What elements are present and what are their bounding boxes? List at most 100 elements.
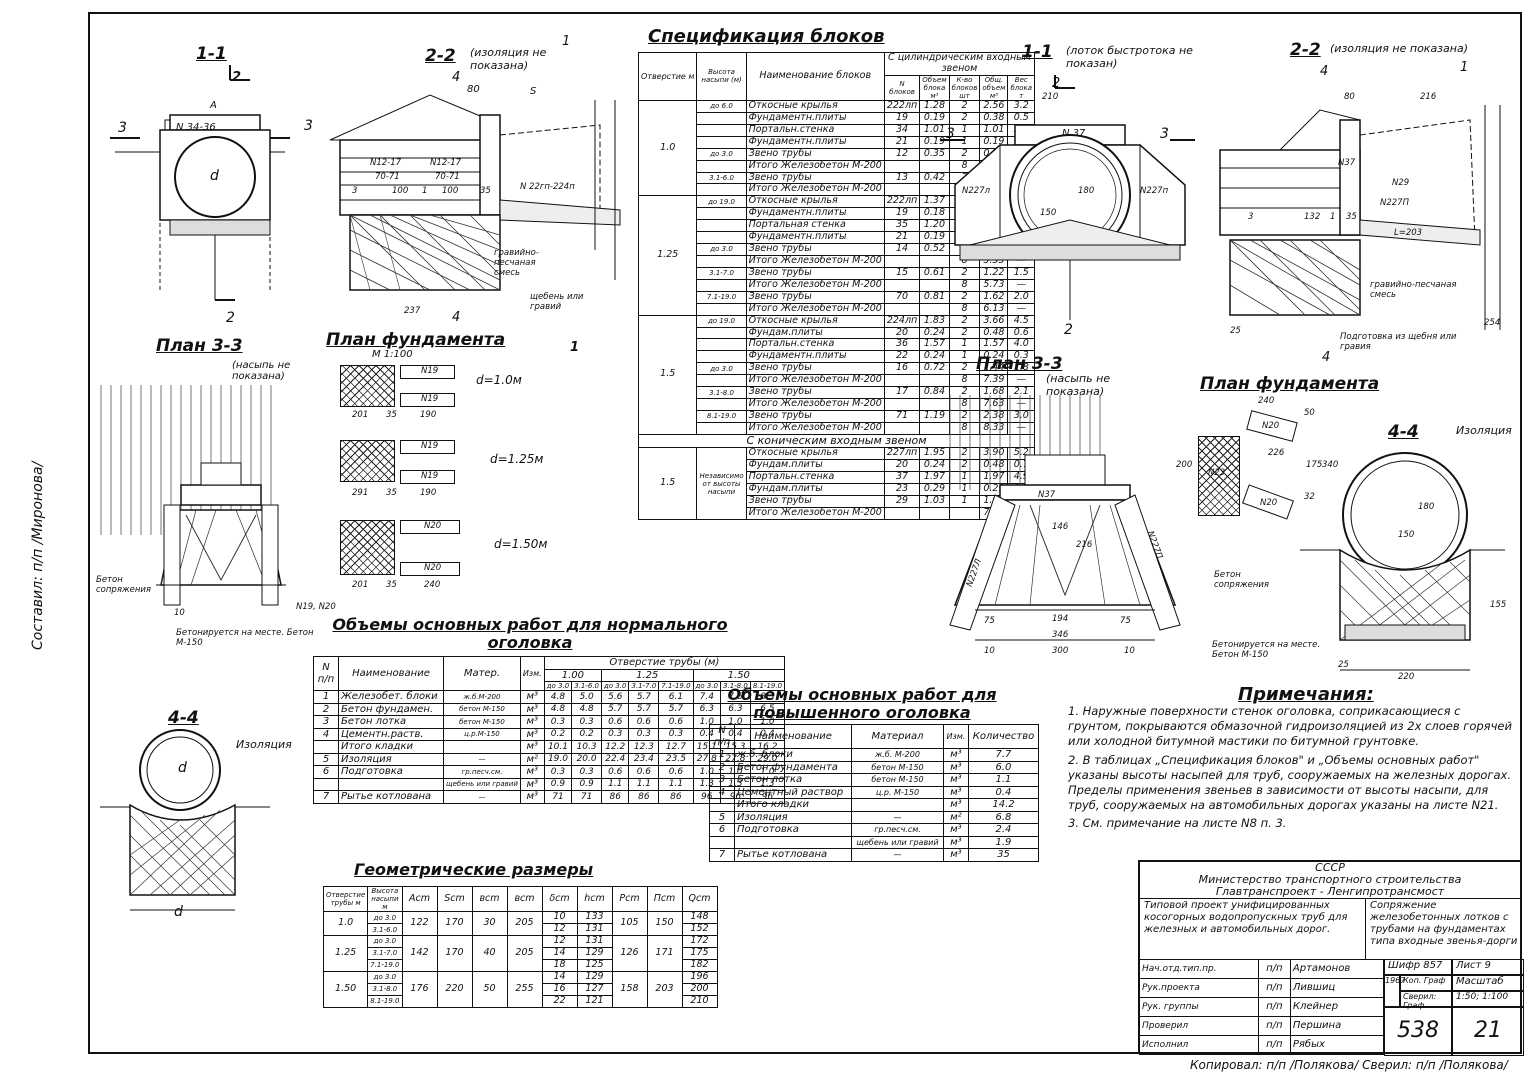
spec-height: до 3.0 — [696, 362, 747, 376]
spec-height — [696, 207, 747, 221]
right-sec22-d254: 254 — [1484, 318, 1501, 328]
spec-cell: 0.35 — [919, 147, 950, 161]
geo-hole: 1.25 — [322, 934, 369, 972]
right-sec11-d180: 180 — [1078, 186, 1095, 196]
spec-conic-title: С коническим входным звеном — [637, 433, 1036, 449]
wh-name: Подготовка — [733, 823, 853, 837]
work-high-title: Объемы основных работ для повышенного ог… — [727, 685, 997, 722]
wh-mat: бетон М-150 — [851, 773, 944, 787]
right-sec11-title: 1-1 — [1022, 42, 1053, 62]
wn-n: 5 — [313, 752, 339, 767]
wn-cell: 5.7 — [628, 702, 660, 717]
geo-height: до 3.0 — [367, 911, 403, 925]
wn-cell: 6.1 — [658, 690, 694, 704]
geo-cell: 22 — [541, 994, 578, 1008]
right-sec44-dim220: 220 — [1398, 672, 1415, 682]
left-sec44-d1: d — [178, 760, 187, 776]
left-sec22-note: (изоляция не показана) — [470, 46, 547, 72]
spec-height — [696, 219, 747, 233]
left-found-block-2b — [400, 470, 455, 484]
right-plan33-title: План 3-3 — [976, 354, 1063, 374]
right-sec22-dim80: 80 — [1344, 92, 1355, 102]
wh-unit: м³ — [942, 785, 969, 799]
geo-height: 8.1-19.0 — [367, 994, 403, 1008]
geo-cell: 210 — [681, 994, 718, 1008]
spec-cell: 2 — [948, 147, 981, 161]
wn-cell: 86 — [600, 790, 630, 804]
work-normal-title: Объемы основных работ для нормального ог… — [332, 615, 728, 652]
wn-cell: 71 — [571, 790, 602, 804]
spec-height — [696, 111, 747, 125]
left-sec11-title: 1-1 — [196, 44, 227, 64]
spec-name: Итого Железобетон М-200 — [745, 421, 885, 435]
spec-cell: 14 — [883, 243, 921, 256]
spec-cell: 19 — [883, 111, 921, 125]
geo-cell: 220 — [436, 970, 473, 1008]
wh-name: Изоляция — [733, 810, 853, 824]
left-sec11-mark3b: 3 — [304, 118, 313, 134]
wn-mat: ц.р.М-150 — [443, 727, 521, 742]
wh-n: 2 — [709, 760, 735, 774]
spec-cell: 71 — [883, 409, 921, 423]
wn-cell: 12.3 — [628, 740, 660, 754]
geo-cell: 152 — [681, 923, 718, 936]
wn-cell: 0.6 — [600, 765, 630, 779]
spec-name: Итого Железобетон М-200 — [745, 507, 885, 520]
wh-n — [709, 835, 735, 849]
wn-cell: 5.0 — [571, 690, 602, 704]
spec-cell: 0.18 — [919, 207, 950, 221]
right-sec11-mark3b: 3 — [1160, 126, 1169, 142]
spec-name: Звено трубы — [745, 147, 885, 161]
wn-cell: 23.5 — [658, 752, 694, 767]
notes-title: Примечания: — [1238, 684, 1374, 705]
right-plan33-drawing — [949, 395, 1181, 641]
geo-header: Псm — [646, 885, 683, 913]
wn-cell: 22.4 — [600, 752, 630, 767]
geo-cell: 203 — [646, 970, 683, 1008]
spec-cell: 3.66 — [979, 314, 1009, 328]
spec-cell: — — [1007, 374, 1036, 388]
spec-height — [696, 254, 747, 268]
spec-cell: 1.57 — [919, 338, 950, 352]
spec-cell: 37 — [883, 471, 921, 485]
wn-cell: 0.2 — [543, 727, 573, 742]
wn-cell: 0.3 — [628, 727, 660, 742]
wh-mat: — — [851, 848, 944, 862]
wh-name: Рытье котлована — [733, 848, 853, 862]
left-sec11-mark2b: 2 — [226, 310, 235, 326]
wh-unit: м³ — [942, 823, 969, 837]
spec-cell: 0.48 — [979, 326, 1009, 340]
wh-qty: 14.2 — [967, 798, 1040, 812]
spec-cell — [919, 421, 950, 435]
wn-h-height: 3.1-7.0 — [628, 680, 660, 692]
wn-cell: 0.9 — [543, 777, 573, 792]
right-sec11-drawing — [940, 75, 1195, 320]
left-found-w2-2: 190 — [420, 488, 437, 498]
spec-cell — [883, 421, 921, 435]
left-found-s-2: 35 — [386, 488, 397, 498]
geo-cell: 175 — [681, 946, 718, 960]
left-found-w2-3: 240 — [424, 580, 441, 590]
spec-name: Фундаментн.плиты — [745, 111, 885, 125]
right-sec22-n227p: N227П — [1380, 198, 1409, 208]
wn-cell: 5.6 — [600, 690, 630, 704]
tb-kop: Коп. Граф — [1400, 975, 1452, 991]
spec-cell: 20 — [883, 459, 921, 473]
left-found-n2-2: N19 — [421, 471, 439, 481]
spec-name: Фундам.плиты — [745, 459, 885, 473]
wn-name — [338, 777, 444, 792]
tb-right: Шифр 857 Лист 9 1967 Коп. Граф Сверил: Г… — [1384, 959, 1524, 1056]
spec-name: Итого Железобетон М-200 — [745, 302, 885, 316]
wh-unit: м² — [942, 810, 969, 824]
